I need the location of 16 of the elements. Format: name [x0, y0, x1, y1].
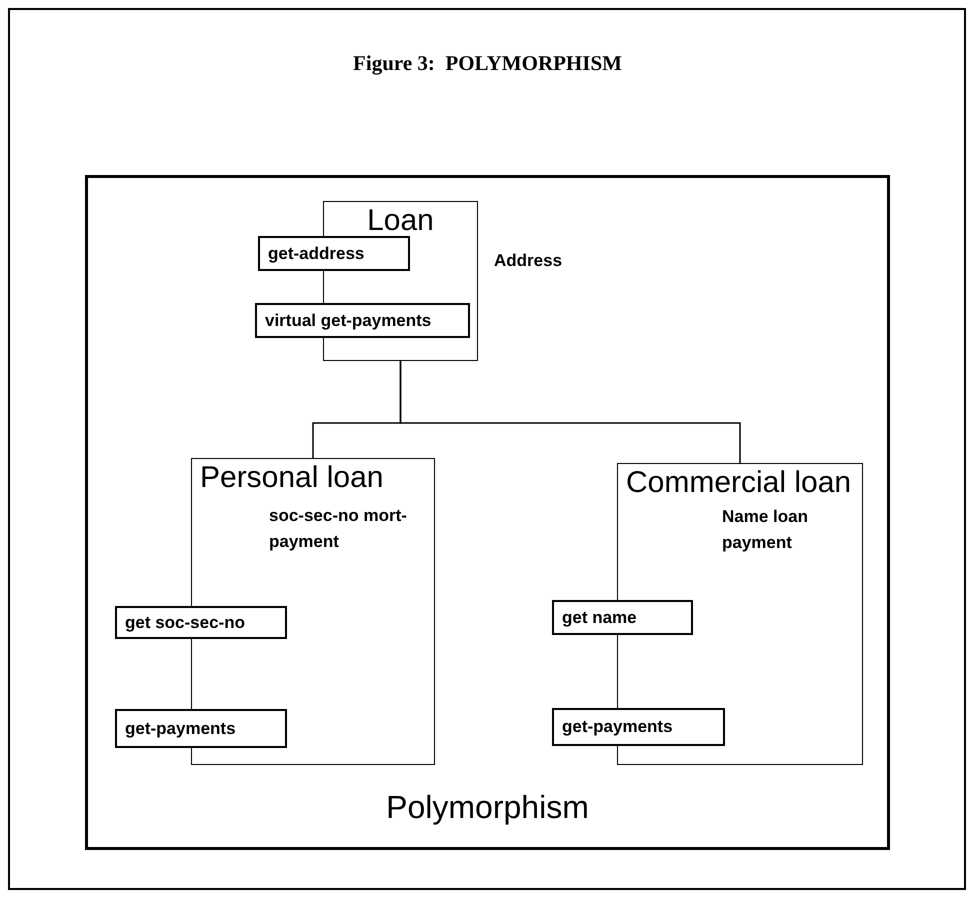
attribute-list: Address: [494, 248, 644, 274]
diagram-frame: [85, 175, 890, 850]
method-box: get name: [552, 600, 693, 635]
attribute-list: soc-sec-no mort-payment: [269, 503, 419, 555]
connector-line: [400, 361, 741, 463]
method-box: get-payments: [552, 708, 725, 746]
method-box: get soc-sec-no: [115, 606, 287, 639]
class-name: Loan: [366, 203, 435, 239]
figure-title: Figure 3: POLYMORPHISM: [352, 50, 623, 77]
method-box: get-payments: [115, 709, 287, 748]
attribute-list: Name loan payment: [722, 504, 872, 556]
class-name: Personal loan: [200, 460, 384, 496]
method-box: virtual get-payments: [255, 303, 470, 338]
class-name: Commercial loan: [626, 465, 852, 501]
method-box: get-address: [258, 236, 410, 271]
diagram-caption: Polymorphism: [385, 788, 590, 827]
